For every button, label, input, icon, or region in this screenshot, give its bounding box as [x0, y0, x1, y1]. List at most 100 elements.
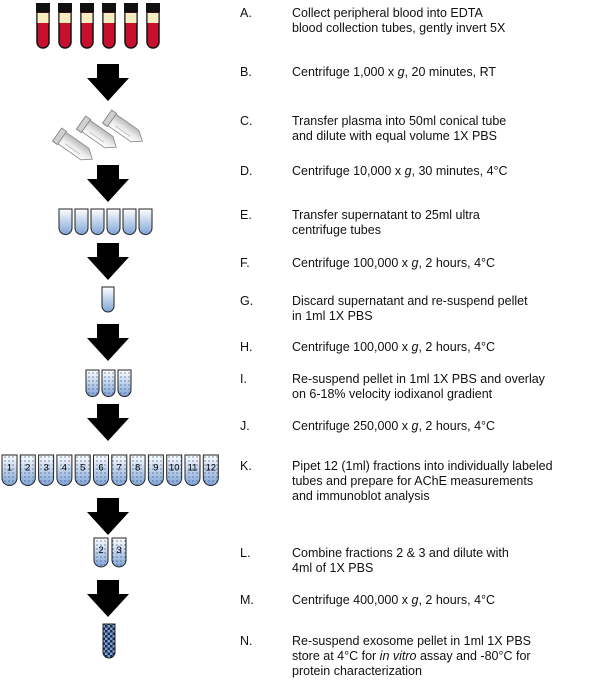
gradient-tube-icon: [85, 369, 100, 397]
gradient-tube-icon: [101, 369, 116, 397]
arrow-down-icon: [87, 404, 129, 441]
fraction-label: 9: [153, 463, 158, 474]
step-line: protein characterization: [292, 664, 422, 678]
step-letter: F.: [240, 256, 250, 270]
ultracentrifuge-tube-icon: [138, 208, 153, 235]
fraction-tube-icon: 6: [93, 454, 109, 486]
ultracentrifuge-tube-icon: [101, 286, 115, 313]
step-line: Pipet 12 (1ml) fractions into individual…: [292, 459, 553, 473]
fraction-label: 1: [7, 463, 12, 474]
gradient-tube-icon: [117, 369, 132, 397]
step-line: Centrifuge 250,000 x g, 2 hours, 4°C: [292, 419, 496, 433]
step-line: Centrifuge 400,000 x g, 2 hours, 4°C: [292, 593, 496, 607]
fraction-tube-icon: 7: [111, 454, 128, 486]
ultracentrifuge-tube-icon: [106, 208, 121, 235]
step-line: store at 4°C for in vitro assay and -80°…: [292, 649, 531, 663]
step-letter: C.: [240, 114, 253, 128]
step-text: Centrifuge 250,000 x g, 2 hours, 4°C: [292, 419, 597, 434]
step-line: Collect peripheral blood into EDTA: [292, 6, 483, 20]
fraction-label: 11: [188, 463, 198, 474]
arrow-down-icon: [87, 580, 129, 617]
step-line: Re-suspend exosome pellet in 1ml 1X PBS: [292, 634, 532, 648]
step-letter: I.: [240, 372, 247, 386]
conical-tubes-group: [51, 109, 143, 161]
step-text: Centrifuge 400,000 x g, 2 hours, 4°C: [292, 593, 597, 608]
step-text: Centrifuge 100,000 x g, 2 hours, 4°C: [292, 340, 597, 355]
fraction-tube-icon: 12: [202, 454, 219, 486]
fraction-tube-icon: 1: [1, 454, 18, 486]
fraction-label: 6: [98, 463, 103, 474]
ultracentrifuge-tube-icon: [58, 208, 73, 235]
step-letter: M.: [240, 593, 254, 607]
step-letter: D.: [240, 164, 253, 178]
step-letter: K.: [240, 459, 252, 473]
step-line: Transfer plasma into 50ml conical tube: [292, 114, 507, 128]
step-letter: J.: [240, 419, 250, 433]
fraction-label: 3: [43, 463, 48, 474]
step-line: Centrifuge 10,000 x g, 30 minutes, 4°C: [292, 164, 508, 178]
step-letter: N.: [240, 634, 253, 648]
fraction-label: 8: [135, 463, 140, 474]
step-line: on 6-18% velocity iodixanol gradient: [292, 387, 493, 401]
step-text: Discard supernatant and re-suspend pelle…: [292, 294, 597, 324]
step-line: in 1ml 1X PBS: [292, 309, 373, 323]
fraction-tube-icon: 9: [147, 454, 164, 486]
step-letter: G.: [240, 294, 254, 308]
blood-tube-icon: [102, 3, 116, 49]
step-line: Combine fractions 2 & 3 and dilute with: [292, 546, 509, 560]
fraction-label: 4: [62, 463, 67, 474]
step-line: Discard supernatant and re-suspend pelle…: [292, 294, 528, 308]
step-text: Centrifuge 100,000 x g, 2 hours, 4°C: [292, 256, 597, 271]
step-line: and immunoblot analysis: [292, 489, 430, 503]
arrow-down-icon: [87, 165, 129, 202]
arrow-down-icon: [87, 64, 129, 101]
step-line: 4ml of 1X PBS: [292, 561, 374, 575]
step-line: Centrifuge 100,000 x g, 2 hours, 4°C: [292, 256, 496, 270]
blood-tube-icon: [146, 3, 160, 49]
step-line: Centrifuge 100,000 x g, 2 hours, 4°C: [292, 340, 496, 354]
fraction-tube-icon: 11: [184, 454, 201, 486]
blood-tubes-group: [36, 3, 160, 49]
ultracentrifuge-tube-icon: [90, 208, 105, 235]
step-line: Transfer supernatant to 25ml ultra: [292, 208, 480, 222]
fraction-tube-icon: 3: [38, 454, 55, 486]
fraction-tube-icon: 3: [111, 537, 127, 568]
step-line: centrifuge tubes: [292, 223, 381, 237]
conical-tube-icon: [75, 115, 117, 149]
step-letter: L.: [240, 546, 251, 560]
blood-tube-icon: [36, 3, 50, 49]
fraction-label: 10: [169, 463, 180, 474]
step-text: Centrifuge 1,000 x g, 20 minutes, RT: [292, 65, 597, 80]
ultracentrifuge-tube-icon: [122, 208, 137, 235]
fraction-tube-icon: 4: [56, 454, 73, 486]
step-text: Pipet 12 (1ml) fractions into individual…: [292, 459, 597, 504]
step-line: Re-suspend pellet in 1ml 1X PBS and over…: [292, 372, 545, 386]
blood-tube-icon: [80, 3, 94, 49]
step-line: tubes and prepare for AChE measurements: [292, 474, 534, 488]
fraction-label: 5: [80, 463, 85, 474]
step-letter: B.: [240, 65, 252, 79]
fraction-label: 2: [25, 463, 30, 474]
conical-tube-icon: [101, 109, 143, 143]
exosome-tube-icon: [102, 623, 116, 659]
fraction-tube-icon: 10: [166, 454, 183, 486]
arrow-down-icon: [87, 243, 129, 280]
step-text: Re-suspend pellet in 1ml 1X PBS and over…: [292, 372, 597, 402]
fraction-tube-icon: 5: [74, 454, 91, 486]
conical-tube-icon: [51, 127, 93, 161]
fraction-label: 2: [98, 545, 103, 556]
fraction-tube-icon: 2: [93, 537, 109, 568]
fraction-label: 7: [117, 463, 122, 474]
step-line: Centrifuge 1,000 x g, 20 minutes, RT: [292, 65, 497, 79]
step-line: and dilute with equal volume 1X PBS: [292, 129, 497, 143]
ultracentrifuge-tubes-group: [58, 208, 153, 235]
blood-tube-icon: [124, 3, 138, 49]
step-text: Centrifuge 10,000 x g, 30 minutes, 4°C: [292, 164, 597, 179]
